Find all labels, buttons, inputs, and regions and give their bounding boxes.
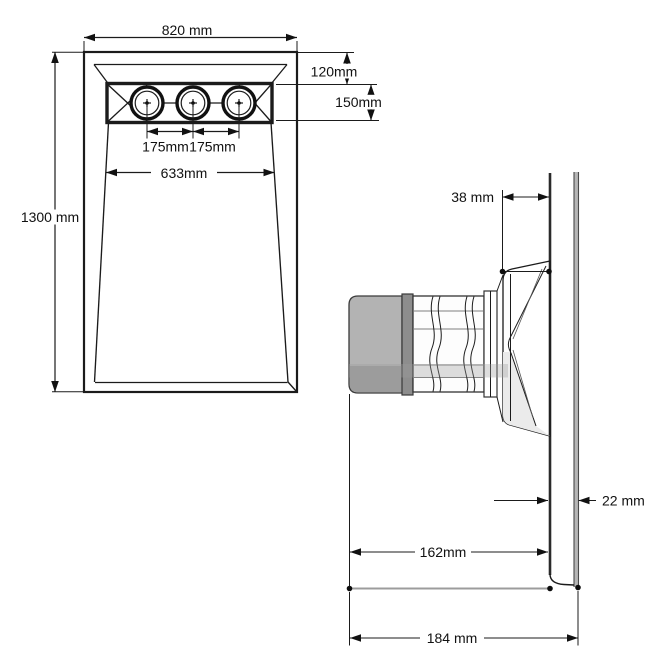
arrowhead-right (537, 548, 548, 556)
wall-outer-band-fill (574, 172, 579, 587)
arrowhead-right (228, 127, 239, 136)
cone-lower-taper-inner (512, 349, 534, 419)
jet-front-cap-shadow (349, 366, 402, 393)
ref-dot (546, 268, 552, 275)
arrowhead-right (286, 33, 297, 42)
label-backing (420, 630, 484, 646)
jet-body (348, 274, 508, 423)
label-backing (415, 544, 471, 560)
dimension-panel-height: 1300 mm (20, 51, 85, 393)
ref-dot (547, 585, 553, 592)
arrowhead-right (263, 168, 275, 177)
arrowhead-left (350, 634, 361, 642)
niche-bevel-top-left (93, 64, 110, 85)
bellows-curve (429, 296, 435, 392)
arrowhead-up (367, 84, 375, 96)
side-view: 38 mm 22 mm 162mm (346, 172, 645, 646)
dimension-body-projection: 162mm (349, 394, 548, 586)
dimension-overall-depth: 184 mm (349, 591, 579, 646)
dimension-recess-depth: 38 mm (451, 189, 552, 275)
niche-cone (502, 260, 551, 437)
arrowhead-down (367, 109, 375, 121)
dimension-niche-top-offset: 120mm (276, 52, 377, 85)
arrowhead-left (578, 496, 590, 505)
label-backing (151, 165, 217, 180)
niche-frame (105, 81, 274, 125)
dimension-niche-height: 150mm (276, 84, 382, 121)
dim-label-panel-height: 1300 mm (21, 209, 79, 225)
arrowhead-right (538, 193, 549, 201)
ref-dot (575, 584, 581, 591)
arrowhead-up (51, 52, 59, 63)
dimension-niche-width: 633mm (106, 165, 275, 181)
dimension-panel-width: 820 mm (83, 22, 298, 51)
recess-slant-left (93, 122, 110, 383)
dim-label-panel-width: 820 mm (162, 22, 213, 38)
arrowhead-left (350, 548, 361, 556)
dimension-jet-spacing: 175mm 175mm (142, 103, 240, 155)
label-backing (20, 209, 81, 225)
cone-upper-taper-inner (512, 268, 543, 340)
dimension-panel-thickness: 22 mm (494, 493, 645, 509)
dim-label-niche-top-offset: 120mm (311, 64, 358, 80)
jet-niche-box (105, 81, 274, 125)
ref-dot (499, 268, 506, 275)
arrowhead-left (193, 127, 204, 136)
label-backing (311, 64, 357, 79)
dim-label-recess-depth: 38 mm (451, 189, 494, 205)
waterline-band (349, 364, 508, 378)
niche-bevel-top-right (270, 64, 288, 85)
dim-label-jet-spacing-right: 175mm (189, 139, 236, 155)
dim-label-jet-spacing-left: 175mm (142, 139, 189, 155)
cone-throat (507, 335, 512, 354)
projection-reference-line (346, 584, 581, 592)
arrowhead-down (51, 381, 59, 392)
panel-outer-edge (82, 50, 299, 394)
arrowhead-left (147, 127, 158, 136)
front-view: 820 mm 1300 mm 120mm (20, 22, 382, 394)
arrowhead-left (106, 168, 117, 177)
ref-dot (346, 585, 353, 592)
dim-label-panel-thickness: 22 mm (602, 493, 645, 509)
arrowhead-left (84, 33, 95, 42)
flange-cone-joint (496, 396, 504, 423)
panel-bevel-bottom-right (287, 381, 298, 392)
arrowhead-right (537, 496, 548, 505)
pool-wall (548, 172, 580, 587)
arrowhead-right (567, 634, 578, 642)
arrowhead-left (502, 193, 514, 201)
dim-label-overall-depth: 184 mm (427, 630, 478, 646)
bellows-curve (463, 296, 469, 392)
label-backing (335, 94, 382, 110)
arrowhead-right (182, 127, 193, 136)
dim-label-niche-height: 150mm (335, 94, 382, 110)
dim-label-niche-width: 633mm (161, 165, 208, 181)
recess-slant-right (270, 122, 289, 383)
bellows-curve (436, 296, 442, 392)
flange-cone-joint (496, 274, 504, 292)
cone-lower-shade (503, 352, 550, 436)
dim-label-body-projection: 162mm (420, 544, 467, 560)
wall-bottom-lip (549, 573, 575, 586)
arrowhead-up (343, 52, 351, 64)
jet-cap-seam-ring (401, 293, 414, 396)
bellows-curve (470, 296, 476, 392)
